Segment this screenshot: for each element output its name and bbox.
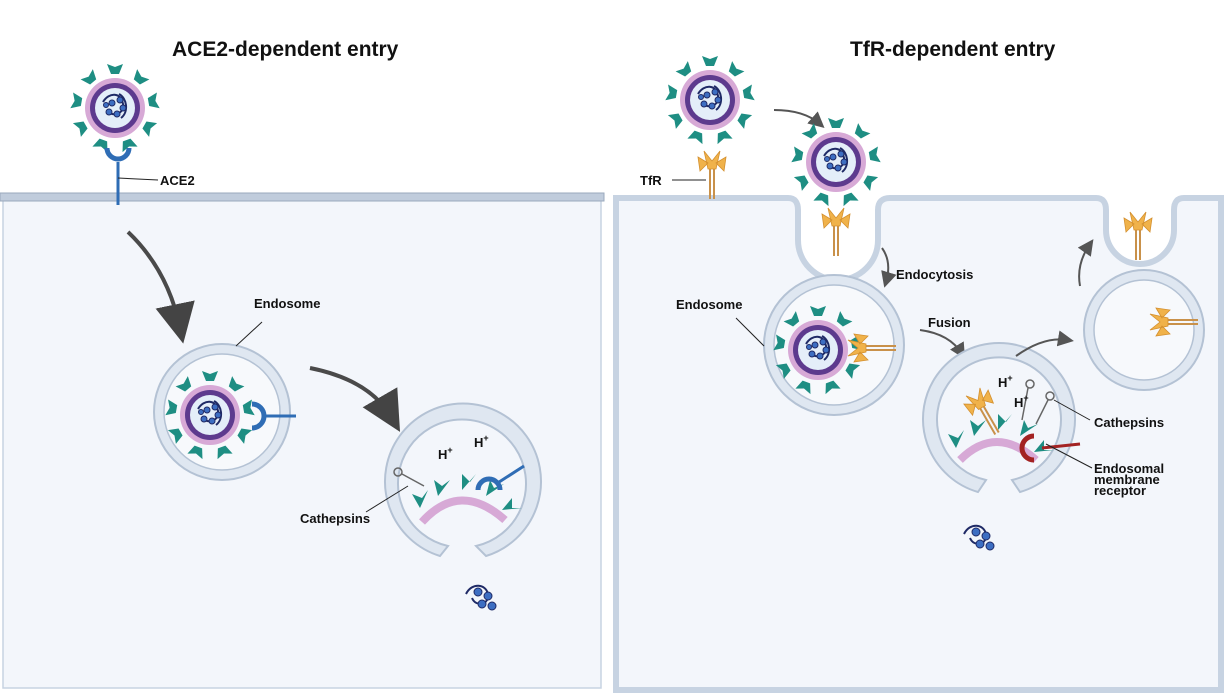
arrow-to-surface	[1077, 239, 1094, 287]
arrow-to-fusion	[309, 366, 401, 432]
tfr-receptor	[697, 150, 727, 200]
label-tfr: TfR	[640, 173, 662, 188]
right-released-rna	[963, 524, 995, 551]
label-endosome-right: Endosome	[676, 297, 743, 312]
label-hplus-left-1: H+	[438, 445, 453, 462]
left-panel	[0, 63, 605, 689]
label-receptor-line1: Endosomal	[1094, 461, 1165, 476]
arrow-recycle	[1015, 330, 1074, 357]
left-released-rna	[465, 584, 497, 611]
label-hplus-left-2: H+	[474, 433, 489, 450]
left-cytoplasm	[2, 197, 602, 689]
right-panel-title: TfR-dependent entry	[850, 38, 1056, 61]
right-fusion-endosome	[922, 341, 1093, 494]
left-virus-particle	[69, 63, 161, 154]
cathepsin-scissors-icon	[393, 467, 425, 487]
ace2-receptor	[104, 147, 159, 205]
label-receptor-line3: receptor	[1094, 483, 1147, 498]
left-plasma-membrane	[0, 192, 605, 202]
arrow-endocytosis	[881, 247, 897, 288]
arrow-to-endosome	[126, 230, 195, 344]
arrow-bind	[773, 109, 825, 128]
label-hplus-right-2: H+	[1014, 393, 1029, 410]
right-endosome	[735, 274, 905, 416]
label-cathepsins-left: Cathepsins	[300, 511, 371, 526]
label-cathepsins-right: Cathepsins	[1094, 415, 1165, 430]
arrow-fusion	[919, 329, 966, 360]
left-panel-title: ACE2-dependent entry	[172, 38, 399, 61]
cathepsin-scissors-icon-right	[1021, 379, 1055, 425]
label-receptor-line2: membrane	[1094, 472, 1160, 487]
tfr-recycled	[1123, 211, 1153, 261]
left-endosome	[153, 321, 296, 481]
label-endocytosis: Endocytosis	[896, 267, 974, 282]
label-endosome-left: Endosome	[254, 296, 321, 311]
left-fusion-endosome	[365, 402, 542, 558]
label-hplus-right-1: H+	[998, 373, 1013, 390]
right-panel	[613, 55, 1224, 693]
right-virus-pit	[790, 117, 882, 208]
recycling-vesicle	[1083, 269, 1205, 391]
label-ace2: ACE2	[160, 173, 195, 188]
right-virus-free	[664, 55, 756, 146]
label-fusion: Fusion	[928, 315, 971, 330]
